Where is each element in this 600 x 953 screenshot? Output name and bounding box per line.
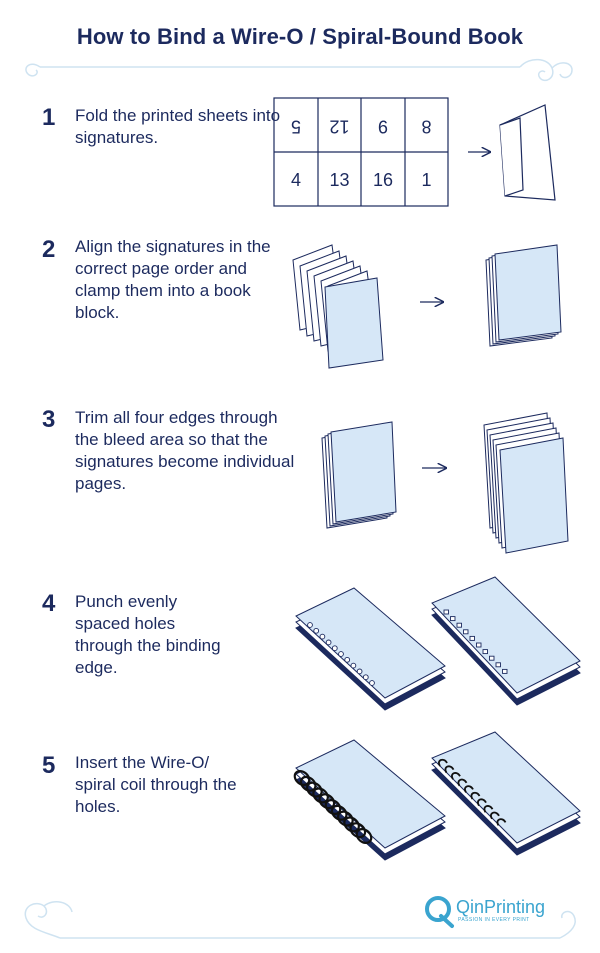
page-number-top: 8 <box>421 116 431 136</box>
punched-block-square <box>431 576 581 706</box>
qinprinting-logo-icon <box>425 896 454 928</box>
page-number-bottom: 4 <box>291 170 301 190</box>
square-hole <box>502 668 508 674</box>
page-number-top: 5 <box>291 116 301 136</box>
page-number-bottom: 13 <box>329 170 349 190</box>
spiral-coil-loop <box>444 765 455 774</box>
step-number: 5 <box>42 752 56 779</box>
round-hole <box>325 639 332 646</box>
round-hole <box>369 680 375 686</box>
round-hole <box>362 674 369 681</box>
round-hole <box>319 633 326 640</box>
square-hole <box>450 616 456 622</box>
step-number: 4 <box>42 590 56 617</box>
page-number-top: 12 <box>329 116 349 136</box>
spiral-bound-book <box>431 731 581 856</box>
step-text: Align the signatures in the correct page… <box>75 237 271 322</box>
step-number: 1 <box>42 104 56 131</box>
wire-o-bound-book <box>293 739 446 861</box>
square-hole <box>443 609 449 615</box>
spiral-coil-loop <box>477 798 487 807</box>
wire-o-ring <box>349 822 367 839</box>
round-hole <box>350 662 357 669</box>
step-text: Fold the printed sheets into signatures. <box>75 106 281 147</box>
square-hole <box>456 622 462 628</box>
step-text: Punch evenly spaced holes through the bi… <box>75 592 221 677</box>
page-number-bottom: 16 <box>373 170 393 190</box>
round-hole <box>331 645 338 652</box>
step-number: 3 <box>42 406 56 433</box>
step-text: Trim all four edges through the bleed ar… <box>75 408 295 493</box>
brand-name: QinPrinting <box>456 897 546 917</box>
fanned-signatures <box>292 244 384 369</box>
top-divider-ornament <box>25 58 573 82</box>
spiral-coil-loop <box>438 758 448 767</box>
untrimmed-block <box>321 421 397 529</box>
spiral-coil-loop <box>490 811 500 820</box>
round-hole <box>313 627 320 634</box>
spiral-coil-loop <box>470 791 481 800</box>
spiral-coil-loop <box>457 778 468 787</box>
spiral-coil-loop <box>483 805 494 813</box>
round-hole <box>307 622 313 628</box>
page-number-top: 9 <box>378 116 388 136</box>
square-hole <box>469 635 475 641</box>
step-text: Insert the Wire-O/ spiral coil through t… <box>75 753 237 816</box>
round-hole <box>338 651 344 657</box>
brand-tagline: PASSION IN EVERY PRINT <box>458 917 530 923</box>
round-hole <box>356 668 363 675</box>
spiral-coil-loop <box>496 818 507 826</box>
book-block <box>485 244 562 347</box>
square-hole <box>495 662 501 668</box>
bottom-divider-ornament <box>24 900 576 939</box>
step-number: 2 <box>42 236 56 263</box>
spiral-coil-loop <box>464 785 474 793</box>
round-hole <box>344 656 351 663</box>
page-title: How to Bind a Wire-O / Spiral-Bound Book <box>76 24 524 49</box>
wire-o-ring <box>355 828 373 844</box>
square-hole <box>482 649 488 655</box>
imposition-sheet: 5 12 9 8 4 13 16 1 <box>273 97 449 207</box>
square-hole <box>489 655 495 661</box>
trimmed-pages <box>483 412 569 554</box>
square-hole <box>463 629 469 635</box>
punched-block-round <box>295 587 446 711</box>
square-hole <box>476 642 482 648</box>
spiral-coil-loop <box>451 772 461 780</box>
folded-signature <box>499 104 556 201</box>
page-number-bottom: 1 <box>421 170 431 190</box>
